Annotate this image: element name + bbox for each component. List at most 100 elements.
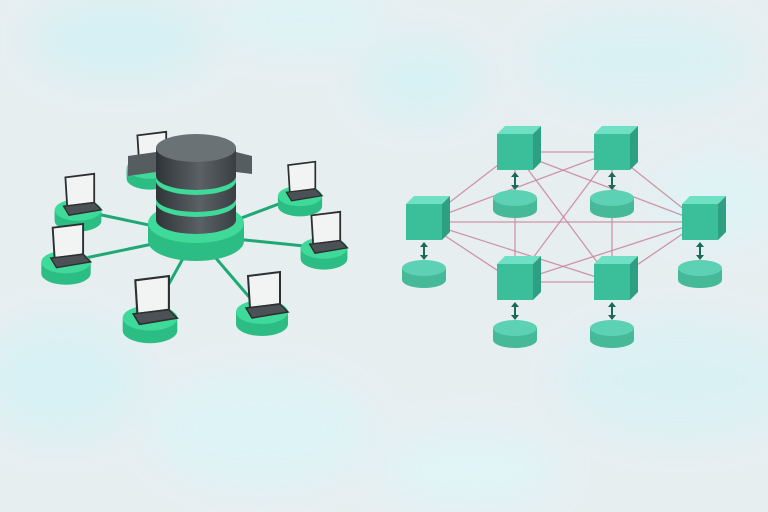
arrow-head-down — [608, 185, 616, 190]
cube-top — [406, 196, 450, 204]
cube-side — [533, 126, 541, 170]
cube-node-icon — [497, 256, 541, 300]
arrow-head-down — [420, 255, 428, 260]
arrow-head-down — [608, 315, 616, 320]
mesh-links — [423, 151, 701, 283]
laptop-screen — [310, 210, 342, 246]
laptop-screen — [246, 270, 281, 310]
client-node — [300, 210, 349, 270]
client-node — [54, 172, 103, 232]
laptop-keyboard — [285, 188, 324, 202]
disk-icon — [590, 190, 634, 218]
double-arrow-icon — [608, 172, 616, 190]
laptop-icon — [285, 160, 324, 202]
client-node — [236, 270, 290, 336]
laptop-keyboard — [131, 308, 179, 326]
arrow-head-up — [608, 302, 616, 307]
client-node — [277, 160, 324, 217]
laptop-keyboard — [62, 201, 103, 216]
laptop-icon — [308, 210, 349, 254]
arrow-head-up — [608, 172, 616, 177]
double-arrow-icon — [608, 302, 616, 320]
cube-node-icon — [682, 196, 726, 240]
peer-node — [493, 126, 541, 218]
disk-icon — [493, 320, 537, 348]
peer-node — [590, 126, 638, 218]
cube-front — [594, 264, 630, 300]
cube-front — [682, 204, 718, 240]
arrow-head-up — [511, 172, 519, 177]
laptop-icon — [49, 222, 93, 269]
cube-side — [630, 126, 638, 170]
peer-node — [590, 256, 638, 348]
disk-icon — [402, 260, 446, 288]
server-side-drive — [236, 152, 252, 174]
cube-top — [682, 196, 726, 204]
cube-side — [533, 256, 541, 300]
database-server — [128, 134, 252, 261]
mesh-link — [423, 221, 613, 283]
server-side-drive — [128, 152, 156, 176]
disk-icon — [590, 320, 634, 348]
peer-node — [402, 196, 450, 288]
server-ring — [156, 198, 236, 217]
laptop-screen — [51, 222, 85, 260]
mesh-link — [514, 151, 701, 223]
cube-front — [497, 134, 533, 170]
laptop-keyboard — [308, 239, 349, 254]
server-top — [156, 134, 236, 162]
cube-side — [630, 256, 638, 300]
double-arrow-icon — [511, 302, 519, 320]
cube-front — [594, 134, 630, 170]
double-arrow-icon — [696, 242, 704, 260]
mesh-link — [514, 221, 701, 283]
arrow-head-down — [511, 185, 519, 190]
disk-top — [590, 320, 634, 336]
arrow-head-up — [511, 302, 519, 307]
laptop-screen — [287, 160, 317, 194]
disk-icon — [493, 190, 537, 218]
cube-top — [594, 126, 638, 134]
cube-node-icon — [406, 196, 450, 240]
client-node — [122, 274, 179, 344]
cube-front — [406, 204, 442, 240]
cube-node-icon — [594, 126, 638, 170]
peer-node — [678, 196, 726, 288]
disk-top — [493, 190, 537, 206]
arrow-head-down — [696, 255, 704, 260]
double-arrow-icon — [420, 242, 428, 260]
laptop-screen — [134, 274, 170, 316]
cube-side — [718, 196, 726, 240]
arrow-head-up — [420, 242, 428, 247]
double-arrow-icon — [511, 172, 519, 190]
laptop-icon — [244, 270, 290, 319]
cube-node-icon — [594, 256, 638, 300]
cube-front — [497, 264, 533, 300]
laptop-screen — [64, 172, 96, 208]
cube-top — [497, 126, 541, 134]
disk-top — [590, 190, 634, 206]
arrow-head-down — [511, 315, 519, 320]
disk-icon — [678, 260, 722, 288]
disk-top — [678, 260, 722, 276]
disk-top — [493, 320, 537, 336]
cube-top — [594, 256, 638, 264]
cube-top — [497, 256, 541, 264]
cube-side — [442, 196, 450, 240]
mesh-link — [423, 151, 613, 223]
client-node — [41, 222, 93, 285]
peer-node — [493, 256, 541, 348]
cube-node-icon — [497, 126, 541, 170]
laptop-keyboard — [244, 303, 290, 319]
arrow-head-up — [696, 242, 704, 247]
decentralized-network — [402, 126, 726, 348]
laptop-icon — [62, 172, 103, 216]
centralized-network — [41, 130, 349, 344]
server-ring — [156, 176, 236, 195]
disk-top — [402, 260, 446, 276]
laptop-icon — [131, 274, 179, 326]
laptop-keyboard — [49, 253, 93, 269]
